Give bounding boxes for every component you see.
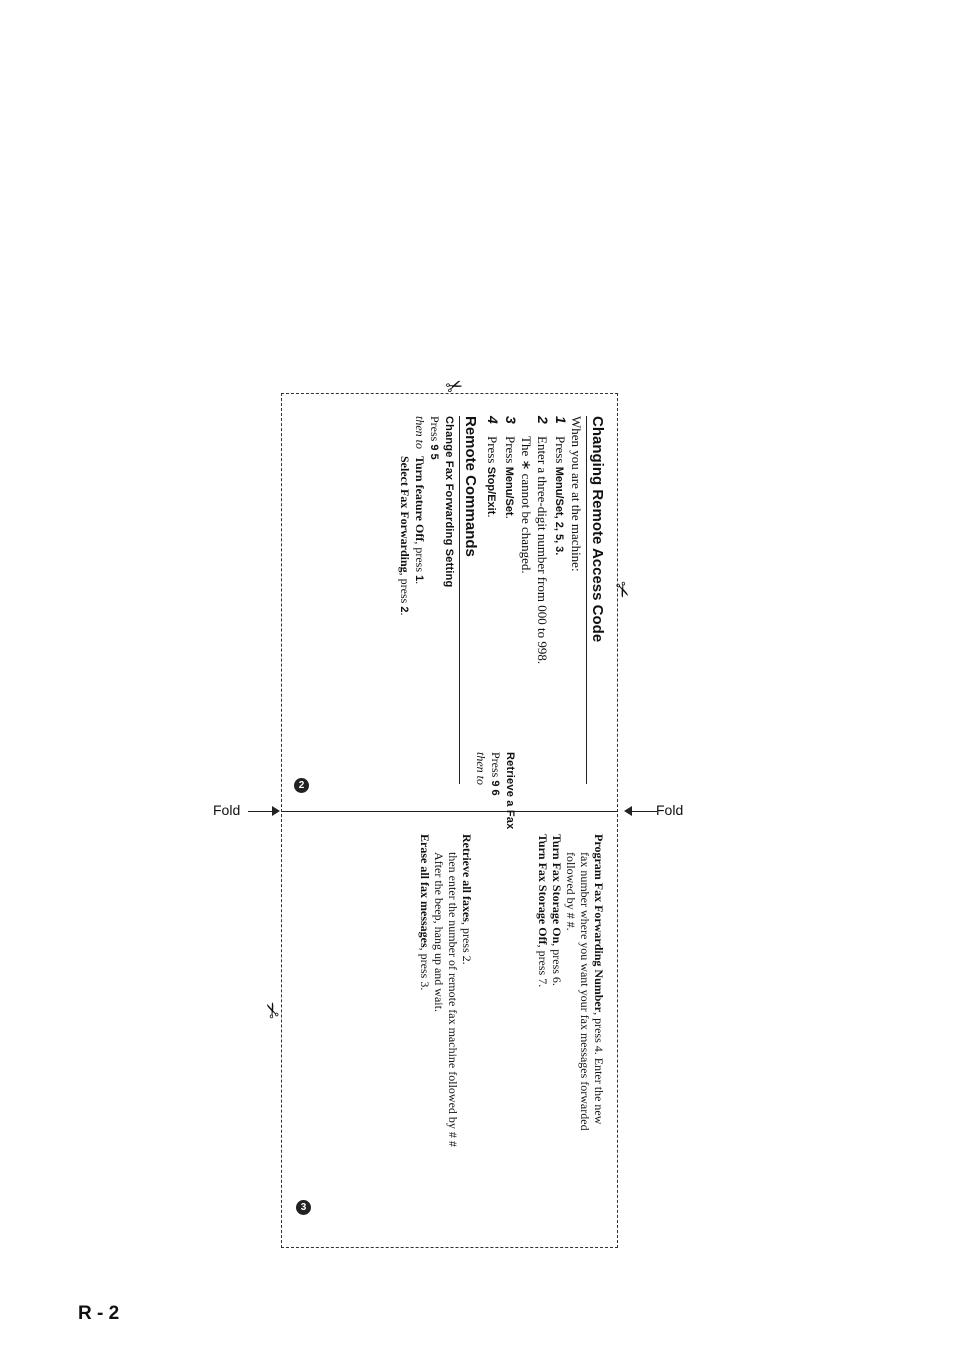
retrieve-then-to: then to (474, 752, 488, 785)
step-number: 2 (535, 416, 551, 424)
option-select-forwarding: Select Fax Forwarding, press 2. (398, 456, 412, 616)
fold-arrow-left (248, 811, 274, 812)
retrieve-sub-2: After the beep, hang up and wait. (432, 852, 446, 1012)
fold-label-right: Fold (656, 802, 684, 818)
program-forwarding-line2: fax number where you want your fax messa… (578, 852, 592, 1131)
step-2-note: The ∗ cannot be changed. (519, 436, 534, 574)
erase-all-row: Erase all fax messages, press 3. (418, 834, 432, 991)
arrow-right-icon (272, 806, 280, 816)
remote-access-panel: Changing Remote Access Code When you are… (281, 416, 606, 788)
page-marker-2: 2 (294, 778, 309, 793)
section-title-remote-access: Changing Remote Access Code (586, 416, 606, 784)
intro-text: When you are at the machine: (569, 416, 584, 572)
change-setting-heading: Change Fax Forwarding Setting (443, 416, 455, 588)
arrow-left-icon (624, 806, 632, 816)
storage-on-row: Turn Fax Storage On, press 6. (550, 834, 564, 986)
retrieve-all-row: Retrieve all faxes, press 2. (460, 834, 474, 965)
page-number: R - 2 (78, 1303, 120, 1324)
storage-off-row: Turn Fax Storage Off, press 7. (536, 834, 550, 988)
program-forwarding-row: Program Fax Forwarding Number, press 4. … (592, 834, 606, 1125)
option-turn-off: then toTurn feature Off, press 1. (413, 416, 427, 585)
remote-commands-panel: Program Fax Forwarding Number, press 4. … (281, 752, 606, 1194)
key-menu-set: Menu/Set (553, 466, 565, 516)
retrieve-sub-1: then enter the number of remote fax mach… (446, 852, 460, 1147)
fold-arrow-right (631, 811, 657, 812)
step-number: 3 (503, 416, 519, 424)
retrieve-fax-heading: Retrieve a Fax (504, 752, 516, 830)
step-4: 4Press Stop/Exit. (485, 416, 501, 518)
step-1: 1Press Menu/Set, 2, 5, 3. (553, 416, 569, 556)
step-number: 1 (553, 416, 569, 424)
key-menu-set: Menu/Set (503, 466, 515, 516)
fold-out-card (281, 393, 618, 1248)
change-press-row: Press 9 5 (428, 416, 442, 460)
fold-label-left: Fold (213, 802, 241, 818)
retrieve-press-row: Press 9 6 (489, 752, 503, 796)
page-marker-3: 3 (296, 1200, 311, 1215)
section-title-remote-commands: Remote Commands (459, 416, 479, 784)
step-2: 2Enter a three-digit number from 000 to … (535, 416, 551, 665)
step-number: 4 (485, 416, 501, 424)
program-forwarding-line3: followed by # #. (564, 852, 578, 931)
step-3: 3Press Menu/Set. (503, 416, 519, 519)
key-stop-exit: Stop/Exit (485, 466, 497, 515)
fold-line (281, 811, 618, 812)
